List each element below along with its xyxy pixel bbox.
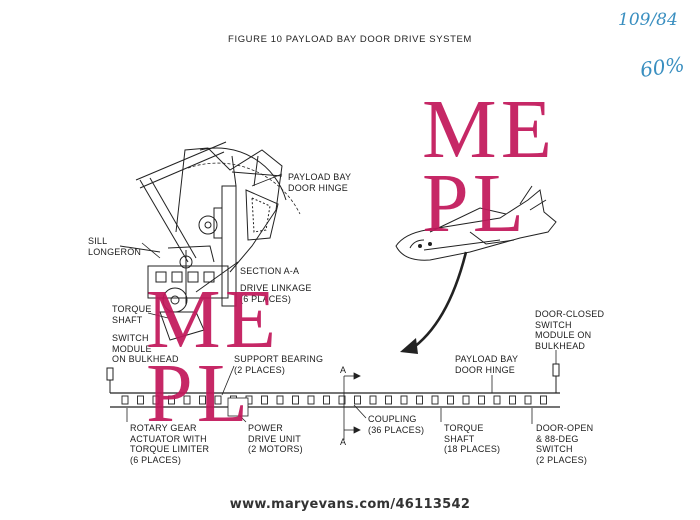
label-drive-linkage: DRIVE LINKAGE (6 PLACES) (240, 283, 312, 304)
handwritten-reference: 109/84 (618, 10, 678, 30)
section-a-a-markers (343, 372, 361, 440)
watermark-bottom-line1: ME (146, 273, 280, 366)
shaft-coupling (121, 395, 129, 405)
shaft-coupling (431, 395, 439, 405)
shaft-coupling (338, 395, 346, 405)
power-drive-unit-box (227, 397, 249, 417)
shaft-coupling (385, 395, 392, 405)
shaft-coupling (276, 395, 284, 405)
shaft-coupling (152, 395, 160, 405)
label-rotary-gear-actuator: ROTARY GEAR ACTUATOR WITH TORQUE LIMITER… (130, 423, 210, 465)
shaft-coupling (137, 395, 144, 405)
shaft-coupling (493, 395, 501, 405)
figure-title: FIGURE 10 PAYLOAD BAY DOOR DRIVE SYSTEM (228, 34, 472, 45)
label-sill-longeron: SILL LONGERON (88, 236, 142, 257)
label-torque-shaft-bottom: TORQUE SHAFT (18 PLACES) (444, 423, 501, 454)
watermark-bottom-line2: PL (146, 347, 253, 440)
shaft-coupling (323, 395, 330, 405)
shaft-coupling (540, 395, 547, 405)
shaft-coupling (462, 395, 470, 405)
shaft-coupling (509, 395, 516, 405)
label-section-mark-bottom: A (340, 437, 347, 447)
hinge-mechanism-sketch (119, 141, 301, 341)
shaft-coupling (199, 395, 206, 405)
label-door-open-switch: DOOR-OPEN & 88-DEG SWITCH (2 PLACES) (536, 423, 594, 465)
shaft-coupling (416, 395, 423, 405)
label-section-mark-top: A (340, 365, 347, 375)
shaft-coupling (400, 395, 408, 405)
label-coupling: COUPLING (36 PLACES) (368, 414, 425, 435)
image-credit: www.maryevans.com/46113542 (229, 497, 471, 512)
label-section-a-a: SECTION A-A (240, 266, 300, 276)
shaft-coupling (369, 395, 377, 405)
leader-lines (126, 173, 557, 424)
curved-arrow (400, 251, 468, 354)
shaft-coupling (307, 395, 315, 405)
label-door-closed-switch: DOOR-CLOSED SWITCH MODULE ON BULKHEAD (535, 309, 605, 351)
watermark-top-line2: PL (422, 157, 529, 250)
label-payload-bay-door-hinge-mid: PAYLOAD BAY DOOR HINGE (455, 354, 519, 375)
shaft-coupling (183, 395, 191, 405)
label-payload-bay-door-hinge-top: PAYLOAD BAY DOOR HINGE (288, 172, 352, 193)
shaft-coupling (168, 395, 175, 405)
shaft-coupling (524, 395, 532, 405)
watermark-top-line1: ME (422, 83, 556, 176)
label-torque-shaft-left: TORQUE SHAFT (112, 304, 152, 325)
torque-shaft-line (106, 363, 560, 408)
shaft-coupling (478, 395, 485, 405)
label-support-bearing: SUPPORT BEARING (2 PLACES) (234, 354, 324, 375)
shaft-coupling (292, 395, 299, 405)
label-switch-module-left: SWITCH MODULE ON BULKHEAD (112, 333, 179, 364)
shaft-coupling (261, 395, 268, 405)
space-shuttle-sketch (395, 185, 557, 261)
shaft-coupling (214, 395, 222, 405)
label-power-drive-unit: POWER DRIVE UNIT (2 MOTORS) (248, 423, 303, 454)
shaft-coupling (354, 395, 361, 405)
shaft-coupling (447, 395, 454, 405)
shaft-couplings (121, 395, 547, 405)
